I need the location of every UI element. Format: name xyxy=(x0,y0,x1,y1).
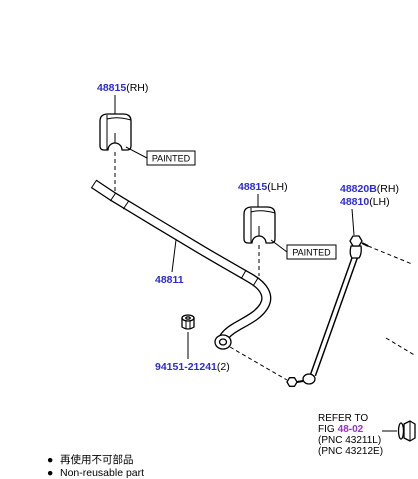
bushing-rh-side: (RH) xyxy=(126,82,148,94)
stabilizer-bar-ring-rh-1 xyxy=(109,192,117,202)
legend-bullet: ● xyxy=(47,467,53,479)
painted-rh-box xyxy=(146,150,196,166)
bolt-washer xyxy=(397,422,405,440)
stabilizer-link-label-leader xyxy=(351,208,355,236)
stabilizer-bar-outline xyxy=(91,179,272,342)
nut-part-number[interactable]: 94151-21241 xyxy=(155,361,217,373)
legend-item-non-reusable-en: ● Non-reusable part xyxy=(47,467,144,479)
stabilizer-link-rh-callout: 48820B(RH) xyxy=(340,183,399,195)
reference-pnc-2: (PNC 43212E) xyxy=(318,446,383,457)
legend-text: 再使用不可部品 xyxy=(60,453,134,466)
painted-lh-note: PAINTED xyxy=(292,248,331,258)
reference-figure-link[interactable]: 48-02 xyxy=(338,424,364,435)
bushing-rh-part-number[interactable]: 48815 xyxy=(97,82,126,94)
stabilizer-link-upper-boot xyxy=(349,245,362,259)
reference-figure-label: FIG xyxy=(318,424,335,435)
stabilizer-bar-end-cap xyxy=(90,179,98,189)
legend-item-non-reusable-jp: ● 再使用不可部品 xyxy=(47,453,134,466)
bushing-lh-part-number[interactable]: 48815 xyxy=(238,181,267,193)
bushing-rh-top-edge xyxy=(106,117,132,121)
stabilizer-link-upper-nut xyxy=(349,235,363,247)
nut xyxy=(181,314,195,330)
painted-lh-leader xyxy=(270,239,288,253)
stabilizer-link-lower-dashed-line xyxy=(385,337,417,357)
stabilizer-bar-ring-lh-2 xyxy=(252,277,259,287)
stabilizer-link-lh-side: (LH) xyxy=(369,196,389,208)
reference-pnc-1: (PNC 43211L) xyxy=(318,435,381,446)
stabilizer-bar xyxy=(90,179,272,350)
stabilizer-bar-label-leader xyxy=(171,239,177,273)
stabilizer-bar-body xyxy=(91,180,270,341)
stabilizer-link-rh-side: (RH) xyxy=(377,183,399,195)
nut-install-dashed-line xyxy=(229,346,288,381)
bushing-rh xyxy=(99,113,132,151)
nut-callout: 94151-21241(2) xyxy=(155,361,230,373)
nut-hole xyxy=(185,316,191,320)
stabilizer-link-lower-nut xyxy=(286,377,298,387)
stabilizer-link-rh-part-number[interactable]: 48820B xyxy=(340,183,377,195)
bushing-lh-callout: 48815(LH) xyxy=(238,181,288,193)
stabilizer-bar-ring-rh-2 xyxy=(122,200,130,210)
stabilizer-link-lh-callout: 48810(LH) xyxy=(340,196,390,208)
bushing-lh xyxy=(243,206,276,244)
legend-text: Non-reusable part xyxy=(60,467,144,479)
stabilizer-link-rod-body xyxy=(311,256,357,376)
legend-bullet: ● xyxy=(47,454,53,466)
bushing-lh-top-edge xyxy=(250,210,276,214)
bushing-lh-side: (LH) xyxy=(267,181,287,193)
steering-knuckle-bolt xyxy=(397,420,416,442)
stabilizer-link-lh-part-number[interactable]: 48810 xyxy=(340,196,369,208)
stabilizer-bar-callout: 48811 xyxy=(155,274,184,286)
legend: ● 再使用不可部品 ● Non-reusable part xyxy=(47,453,144,479)
stabilizer-bar-end-eye-hole xyxy=(218,338,228,346)
nut-quantity: (2) xyxy=(217,361,230,373)
stabilizer-link-upper-dashed-line xyxy=(367,245,413,265)
painted-rh-note: PAINTED xyxy=(152,154,191,164)
bushing-rh-body xyxy=(99,113,132,151)
painted-rh-leader xyxy=(125,146,148,159)
bushing-lh-body xyxy=(243,206,276,244)
stabilizer-link xyxy=(286,235,369,387)
reference-line1: REFER TO xyxy=(318,413,368,424)
stabilizer-bar-ring-lh-1 xyxy=(240,269,247,279)
stabilizer-link-upper-stud xyxy=(361,242,369,247)
stabilizer-link-lower-housing xyxy=(302,373,316,385)
stabilizer-bar-part-number[interactable]: 48811 xyxy=(155,274,184,286)
painted-lh-box xyxy=(286,244,337,260)
bushing-rh-callout: 48815(RH) xyxy=(97,82,148,94)
stabilizer-link-lower-stud xyxy=(296,380,304,383)
